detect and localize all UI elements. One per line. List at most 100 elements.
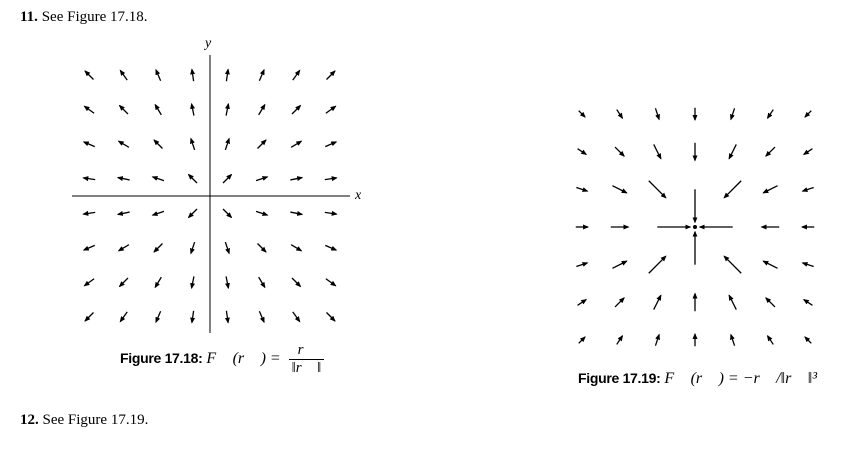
vector-arrow bbox=[325, 278, 337, 287]
vector-arrow bbox=[154, 276, 162, 289]
vector-arrow bbox=[82, 210, 96, 216]
vector-arrow bbox=[153, 139, 163, 149]
vector-arrow bbox=[801, 186, 814, 192]
vector-arrow bbox=[82, 244, 96, 251]
problem-text: See Figure 17.19. bbox=[42, 412, 149, 428]
vector-arrow bbox=[151, 176, 165, 182]
vector-arrow bbox=[257, 139, 267, 149]
vector-arrow bbox=[290, 176, 304, 182]
vector-arrow bbox=[654, 333, 660, 346]
caption-label: Figure 17.19: bbox=[578, 370, 661, 386]
vector-arrow bbox=[325, 105, 337, 114]
vector-arrow bbox=[324, 244, 338, 251]
vector-arrow bbox=[577, 298, 588, 306]
vector-arrow bbox=[801, 262, 814, 268]
vector-arrow bbox=[118, 277, 129, 288]
vector-arrow bbox=[222, 173, 233, 184]
vector-arrow bbox=[118, 104, 129, 115]
vector-arrow bbox=[614, 297, 625, 308]
vector-arrow bbox=[648, 180, 667, 199]
vector-arrow bbox=[255, 210, 269, 216]
vector-arrow bbox=[804, 336, 812, 344]
vector-arrow bbox=[258, 276, 266, 289]
vector-arrow bbox=[290, 140, 303, 148]
figure-17-18-caption: Figure 17.18: F⃗ (r⃗ ) = r⃗ ‖r⃗ ‖ bbox=[120, 342, 325, 377]
vector-arrow bbox=[117, 140, 130, 148]
vector-arrow bbox=[116, 176, 130, 182]
problem-12: 12. See Figure 17.19. bbox=[20, 412, 148, 429]
vector-arrow bbox=[116, 210, 130, 216]
vector-arrow bbox=[324, 141, 338, 148]
vector-arrow bbox=[190, 276, 196, 290]
vector-arrow bbox=[155, 68, 162, 82]
problem-number: 12. bbox=[20, 412, 39, 428]
vector-arrow bbox=[616, 334, 624, 345]
vector-arrow bbox=[190, 137, 196, 151]
problem-number: 11. bbox=[20, 9, 38, 25]
vector-arrow bbox=[84, 70, 94, 80]
vector-arrow bbox=[326, 70, 336, 80]
vector-arrow bbox=[577, 148, 588, 156]
vector-arrow bbox=[765, 297, 776, 308]
caption-lhs: F⃗ (r⃗ ) = bbox=[206, 350, 281, 368]
vector-arrow bbox=[326, 312, 336, 322]
x-axis-label: x bbox=[355, 188, 362, 203]
vector-arrow bbox=[187, 173, 198, 184]
vector-arrow bbox=[324, 210, 338, 216]
vector-arrow bbox=[119, 311, 128, 323]
vector-arrow bbox=[765, 146, 776, 157]
vector-arrow bbox=[155, 310, 162, 324]
vector-arrow bbox=[653, 294, 662, 310]
vector-arrow bbox=[190, 241, 196, 255]
vector-arrow bbox=[728, 144, 737, 160]
vector-arrow bbox=[291, 104, 302, 115]
vector-arrow bbox=[224, 102, 230, 116]
vector-arrow bbox=[292, 69, 301, 81]
vector-arrow bbox=[802, 148, 813, 156]
vector-arrow bbox=[258, 68, 265, 82]
vector-arrow bbox=[190, 102, 196, 116]
vector-arrow bbox=[612, 185, 628, 194]
vector-arrow bbox=[257, 243, 267, 253]
vector-arrow bbox=[728, 294, 737, 310]
vector-arrow bbox=[654, 108, 660, 121]
vector-arrow bbox=[224, 310, 230, 324]
vector-arrow bbox=[84, 312, 94, 322]
figure-17-19-plot bbox=[575, 107, 815, 347]
vector-arrow bbox=[83, 278, 95, 287]
vector-arrow bbox=[222, 208, 233, 219]
vector-arrow bbox=[614, 146, 625, 157]
vector-arrow bbox=[255, 176, 269, 182]
vector-arrow bbox=[762, 260, 778, 269]
problem-text: See Figure 17.18. bbox=[41, 9, 148, 25]
vector-arrow bbox=[83, 105, 95, 114]
caption-fraction: r⃗ ‖r⃗ ‖ bbox=[288, 342, 325, 377]
vector-arrow bbox=[766, 109, 774, 120]
vector-arrow bbox=[258, 310, 265, 324]
vector-arrow bbox=[224, 137, 230, 151]
fraction-numerator: r⃗ bbox=[288, 342, 325, 360]
vector-arrow bbox=[224, 68, 230, 82]
fraction-denominator: ‖r⃗ ‖ bbox=[291, 360, 322, 376]
vector-arrow bbox=[224, 276, 230, 290]
vector-arrow bbox=[578, 110, 586, 118]
vector-arrow bbox=[804, 110, 812, 118]
problem-11: 11. See Figure 17.18. bbox=[20, 9, 148, 26]
vector-arrow bbox=[82, 176, 96, 182]
vector-arrow bbox=[82, 141, 96, 148]
vector-arrow bbox=[723, 180, 742, 199]
vector-arrow bbox=[648, 255, 667, 274]
vector-arrow bbox=[324, 176, 338, 182]
vector-arrow bbox=[762, 185, 778, 194]
vector-arrow bbox=[578, 336, 586, 344]
caption-label: Figure 17.18: bbox=[120, 350, 203, 367]
vector-arrow bbox=[117, 244, 130, 252]
vector-arrow bbox=[190, 310, 196, 324]
vector-arrow bbox=[187, 208, 198, 219]
vector-arrow bbox=[151, 210, 165, 216]
vector-arrow bbox=[154, 103, 162, 116]
y-axis-label: y bbox=[205, 36, 212, 51]
origin-dot bbox=[693, 225, 697, 229]
vector-arrow bbox=[612, 260, 628, 269]
